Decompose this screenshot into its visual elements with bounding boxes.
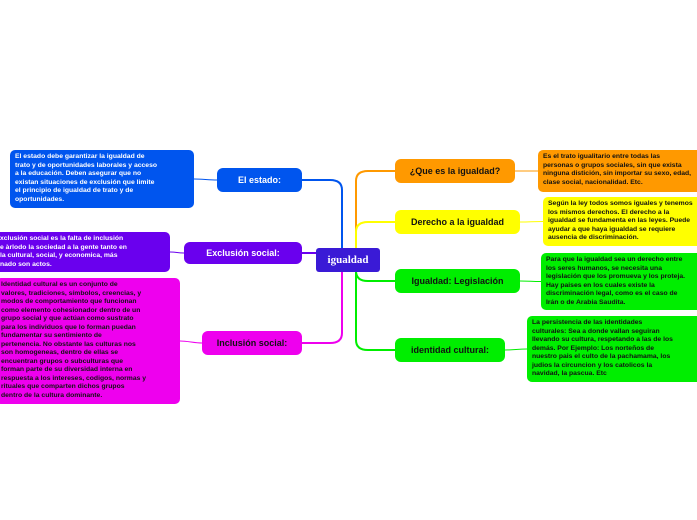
note-derecho-a-la-igualdad[interactable]: Según la ley todos somos iguales y tenem… xyxy=(543,197,697,246)
note-identidad-cultural[interactable]: La persistencia de las identidades cultu… xyxy=(527,316,697,382)
topic-igualdad-legislacion[interactable]: Igualdad: Legislación xyxy=(395,269,520,293)
note-el-estado[interactable]: El estado debe garantizar la igualdad de… xyxy=(10,150,194,208)
topic-que-es-la-igualdad[interactable]: ¿Que es la igualdad? xyxy=(395,159,515,183)
note-que-es-la-igualdad[interactable]: Es el trato igualitario entre todas las … xyxy=(538,150,697,192)
note-exclusion-social[interactable]: xclusión social es la falta de inclusión… xyxy=(0,232,170,272)
note-igualdad-legislacion[interactable]: Para que la igualdad sea un derecho entr… xyxy=(541,253,697,310)
note-inclusion-social[interactable]: Identidad cultural es un conjunto de val… xyxy=(0,278,180,404)
topic-exclusion-social[interactable]: Exclusión social: xyxy=(184,242,302,264)
central-topic[interactable]: igualdad xyxy=(316,248,380,272)
topic-inclusion-social[interactable]: Inclusión social: xyxy=(202,331,302,355)
topic-derecho-a-la-igualdad[interactable]: Derecho a la igualdad xyxy=(395,210,520,234)
topic-identidad-cultural[interactable]: identidad cultural: xyxy=(395,338,505,362)
topic-el-estado[interactable]: El estado: xyxy=(217,168,302,192)
